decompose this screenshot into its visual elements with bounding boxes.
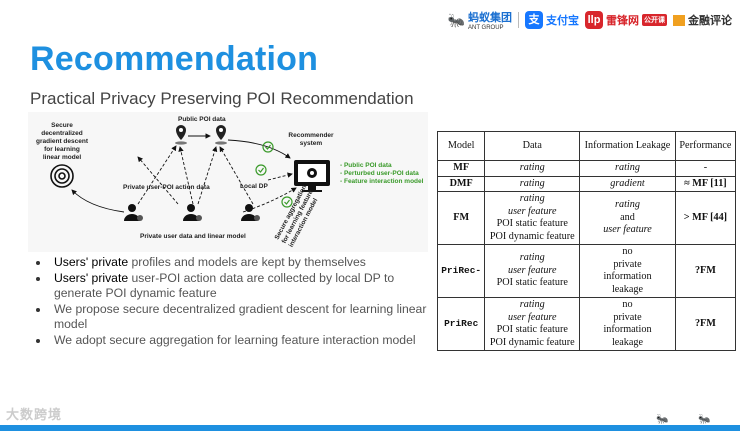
poi-pin-icon bbox=[175, 125, 187, 145]
alipay-icon: 支 bbox=[525, 11, 543, 29]
leifeng-tag: 公开课 bbox=[642, 14, 667, 26]
cell-data: rating user feature POI static feature P… bbox=[484, 191, 581, 245]
cell-model: DMF bbox=[436, 175, 486, 192]
cell-model: PriRec bbox=[436, 297, 486, 351]
bullet-list: Users' private profiles and models are k… bbox=[30, 255, 430, 349]
svg-text:linear model: linear model bbox=[43, 154, 81, 161]
cell-model: MF bbox=[436, 160, 486, 177]
cell-leak: no private information leakage bbox=[579, 244, 676, 298]
bullet-item: Users' private user-POI action data are … bbox=[30, 271, 430, 301]
cell-leak: rating and user feature bbox=[579, 191, 676, 245]
svg-text:for learning: for learning bbox=[44, 146, 80, 153]
diagram-svg: Public POI data Secure decentralized gra… bbox=[36, 116, 424, 248]
privacy-diagram: Public POI data Secure decentralized gra… bbox=[28, 112, 428, 252]
table-row: FM rating user feature POI static featur… bbox=[436, 191, 737, 245]
ant-group-sub: ANT GROUP bbox=[468, 25, 504, 31]
ant-icon: 🐜 bbox=[656, 414, 669, 425]
cell-perf: > MF [44] bbox=[674, 191, 737, 245]
cell-model: PriRec- bbox=[436, 244, 486, 298]
check-icon bbox=[281, 196, 293, 208]
alipay-logo: 支 支付宝 bbox=[525, 11, 579, 29]
ant-icon: 🐜 bbox=[447, 11, 465, 28]
leifeng-name: 雷锋网 bbox=[606, 15, 639, 27]
user-icon bbox=[241, 204, 260, 221]
ant-group-name: 蚂蚁集团 bbox=[468, 12, 512, 24]
monitor-gear-icon bbox=[294, 160, 330, 192]
bullet-item: We propose secure decentralized gradient… bbox=[30, 302, 430, 332]
ant-icon: 🐜 bbox=[698, 414, 711, 425]
header-performance: Performance bbox=[674, 131, 737, 161]
cell-data: rating user feature POI static feature bbox=[484, 244, 581, 298]
cell-perf: ?FM bbox=[674, 244, 737, 298]
logo-divider bbox=[518, 12, 519, 28]
cell-data: rating bbox=[484, 160, 581, 177]
table-row: PriRec- rating user feature POI static f… bbox=[436, 244, 737, 298]
cell-leak: no private information leakage bbox=[579, 297, 676, 351]
cell-model: FM bbox=[436, 191, 486, 245]
footer-watermark: 大数跨境 bbox=[6, 407, 63, 422]
check-icon bbox=[262, 141, 274, 153]
jinrong-name: 金融评论 bbox=[688, 15, 732, 27]
cell-data: rating bbox=[484, 175, 581, 192]
cell-leak: rating bbox=[579, 160, 676, 177]
jinrong-logo: 金融评论 bbox=[673, 12, 732, 28]
recommender-legend: - Public POI data - Perturbed user-POI d… bbox=[340, 162, 424, 185]
comparison-table: Model Data Information Leakage Performan… bbox=[436, 131, 737, 351]
public-poi-label: Public POI data bbox=[178, 116, 226, 123]
table-row: DMF rating gradient ≈ MF [11] bbox=[436, 175, 737, 192]
private-user-label: Private user data and linear model bbox=[140, 233, 246, 240]
bullet-item: Users' private profiles and models are k… bbox=[30, 255, 430, 270]
triangle-icon bbox=[673, 14, 685, 26]
alipay-name: 支付宝 bbox=[546, 15, 579, 27]
svg-text:- Public POI data: - Public POI data bbox=[340, 162, 392, 169]
cell-leak: gradient bbox=[579, 175, 676, 192]
leifeng-icon: llp bbox=[585, 11, 603, 29]
cell-perf: - bbox=[674, 160, 737, 177]
table-row: PriRec rating user feature POI static fe… bbox=[436, 297, 737, 351]
cell-perf: ≈ MF [11] bbox=[674, 175, 737, 192]
local-dp-label: Local DP bbox=[240, 183, 268, 190]
page-subtitle: Practical Privacy Preserving POI Recomme… bbox=[30, 89, 414, 108]
recommender-label: Recommender system bbox=[288, 132, 334, 147]
private-action-label: Private user-POI action data bbox=[123, 184, 210, 191]
secure-gd-label: Secure decentralized gradient descent fo… bbox=[36, 122, 89, 161]
svg-text:system: system bbox=[300, 140, 323, 147]
public-data-arrows bbox=[71, 133, 297, 213]
user-icon bbox=[183, 204, 202, 221]
svg-text:decentralized: decentralized bbox=[41, 130, 83, 137]
action-arrows bbox=[137, 145, 293, 205]
svg-text:gradient descent: gradient descent bbox=[36, 138, 89, 145]
page-title: Recommendation bbox=[30, 40, 319, 78]
table-row: MF rating rating - bbox=[436, 160, 737, 177]
svg-text:- Feature interaction model: - Feature interaction model bbox=[340, 178, 424, 185]
user-icon bbox=[124, 204, 143, 221]
header-leakage: Information Leakage bbox=[579, 131, 676, 161]
footer-ants: 🐜 🐜 bbox=[656, 415, 710, 425]
bullet-item: We adopt secure aggregation for learning… bbox=[30, 333, 430, 348]
poi-pin-icon bbox=[215, 125, 227, 145]
svg-text:Secure: Secure bbox=[51, 122, 73, 129]
cell-perf: ?FM bbox=[674, 297, 737, 351]
secure-agg-label: Secure aggregation for learning feature … bbox=[274, 184, 320, 248]
leifeng-logo: llp 雷锋网 公开课 bbox=[585, 11, 667, 29]
svg-text:Recommender: Recommender bbox=[288, 132, 334, 139]
header-model: Model bbox=[436, 131, 486, 161]
cell-data: rating user feature POI static feature P… bbox=[484, 297, 581, 351]
table-header-row: Model Data Information Leakage Performan… bbox=[436, 131, 737, 161]
check-icon bbox=[255, 164, 267, 176]
footer-bar bbox=[0, 425, 740, 431]
svg-text:- Perturbed user-POI data: - Perturbed user-POI data bbox=[340, 170, 419, 177]
header-data: Data bbox=[484, 131, 581, 161]
gradient-spiral-icon bbox=[50, 164, 74, 188]
